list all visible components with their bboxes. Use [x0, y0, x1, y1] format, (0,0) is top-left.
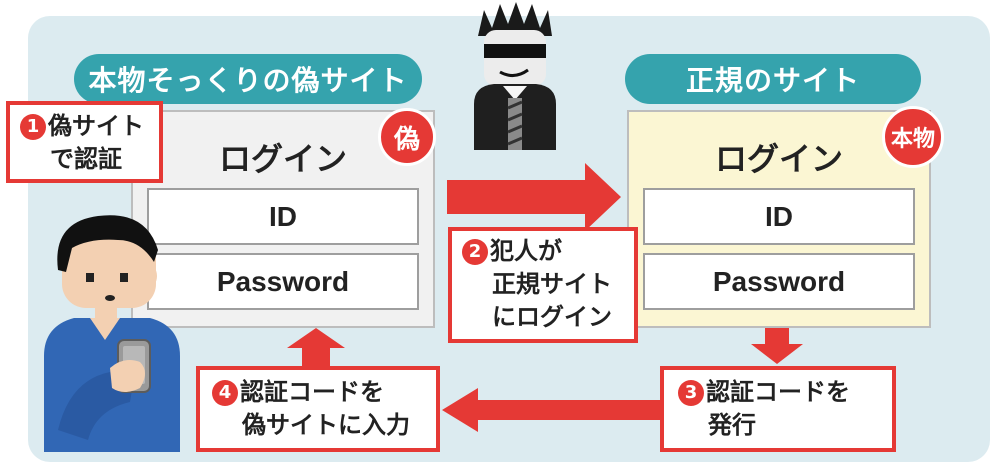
step-2-line3: にログイン — [492, 303, 612, 331]
arrow-step3-to-step4 — [442, 388, 660, 432]
fake-site-header: 本物そっくりの偽サイト — [74, 54, 422, 104]
arrow-real-site-to-step3 — [751, 326, 803, 364]
step-3-line2: 発行 — [708, 411, 756, 439]
step-1-line1: 偽サイト — [48, 112, 144, 140]
fake-login-title: ログイン — [218, 140, 347, 178]
step-4-line1: 認証コードを — [240, 378, 384, 406]
real-site-header: 正規のサイト — [625, 54, 921, 104]
step-2-line1: 犯人が — [490, 237, 562, 265]
step-2-number: 2 — [462, 238, 488, 265]
real-login-panel: ログイン ID Password — [627, 110, 931, 328]
real-id-field: ID — [643, 188, 915, 245]
arrow-criminal-to-real-site — [447, 163, 621, 231]
step-4-number: 4 — [212, 379, 238, 406]
real-login-title: ログイン — [714, 140, 843, 178]
fake-id-field: ID — [147, 188, 419, 245]
step-3-line1: 認証コードを — [706, 378, 850, 406]
arrow-step4-to-fake-site — [287, 328, 345, 366]
step-1-number: 1 — [20, 113, 46, 140]
step-4-line2: 偽サイトに入力 — [242, 411, 410, 439]
fake-badge: 偽 — [378, 108, 436, 166]
real-password-field: Password — [643, 253, 915, 310]
fake-login-panel: ログイン ID Password — [131, 110, 435, 328]
fake-password-field: Password — [147, 253, 419, 310]
step-2-line2: 正規サイト — [492, 270, 612, 298]
real-badge: 本物 — [882, 106, 944, 168]
step-3-number: 3 — [678, 379, 704, 406]
step-1-line2: で認証 — [50, 145, 122, 173]
